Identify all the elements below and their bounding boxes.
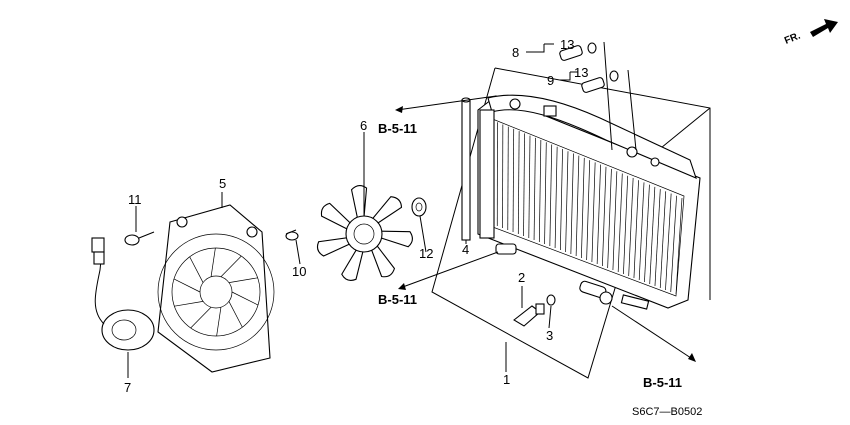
callout-13-upper: 13 bbox=[560, 37, 574, 52]
fan-shroud bbox=[157, 204, 275, 373]
cooling-fan bbox=[316, 185, 413, 281]
rubber-mount-12 bbox=[411, 197, 427, 217]
fan-motor bbox=[91, 237, 155, 351]
radiator-assembly bbox=[477, 94, 701, 310]
callout-1: 1 bbox=[503, 372, 510, 387]
reference-label-top: B-5-11 bbox=[378, 121, 417, 136]
front-direction-indicator: FR. bbox=[783, 19, 838, 47]
front-arrow-icon bbox=[810, 19, 838, 37]
callout-8: 8 bbox=[512, 45, 519, 60]
radiator-fins bbox=[491, 120, 683, 295]
thermo-switch-a bbox=[559, 42, 597, 61]
bolt-10 bbox=[285, 229, 299, 241]
reference-label-right: B-5-11 bbox=[643, 375, 682, 390]
callout-11: 11 bbox=[128, 192, 142, 207]
callout-4: 4 bbox=[462, 242, 469, 257]
leader-lines bbox=[127, 41, 696, 378]
callout-3: 3 bbox=[546, 328, 553, 343]
callout-6: 6 bbox=[360, 118, 367, 133]
callout-7: 7 bbox=[124, 380, 131, 395]
callout-5: 5 bbox=[219, 176, 226, 191]
reference-label-left: B-5-11 bbox=[378, 292, 417, 307]
shroud-spokes bbox=[173, 247, 259, 337]
drain-plug bbox=[513, 294, 556, 327]
radiator-frame-outline bbox=[431, 67, 711, 379]
bolt-11 bbox=[124, 231, 155, 246]
front-direction-label: FR. bbox=[783, 30, 802, 46]
callout-13-lower: 13 bbox=[574, 65, 588, 80]
rubber-mount-strip bbox=[461, 97, 471, 241]
callout-10: 10 bbox=[292, 264, 306, 279]
callout-12: 12 bbox=[419, 246, 433, 261]
drawing-code: S6C7—B0502 bbox=[632, 406, 702, 418]
thermo-switch-b bbox=[581, 70, 619, 93]
callout-9: 9 bbox=[547, 73, 554, 88]
callout-2: 2 bbox=[518, 270, 525, 285]
